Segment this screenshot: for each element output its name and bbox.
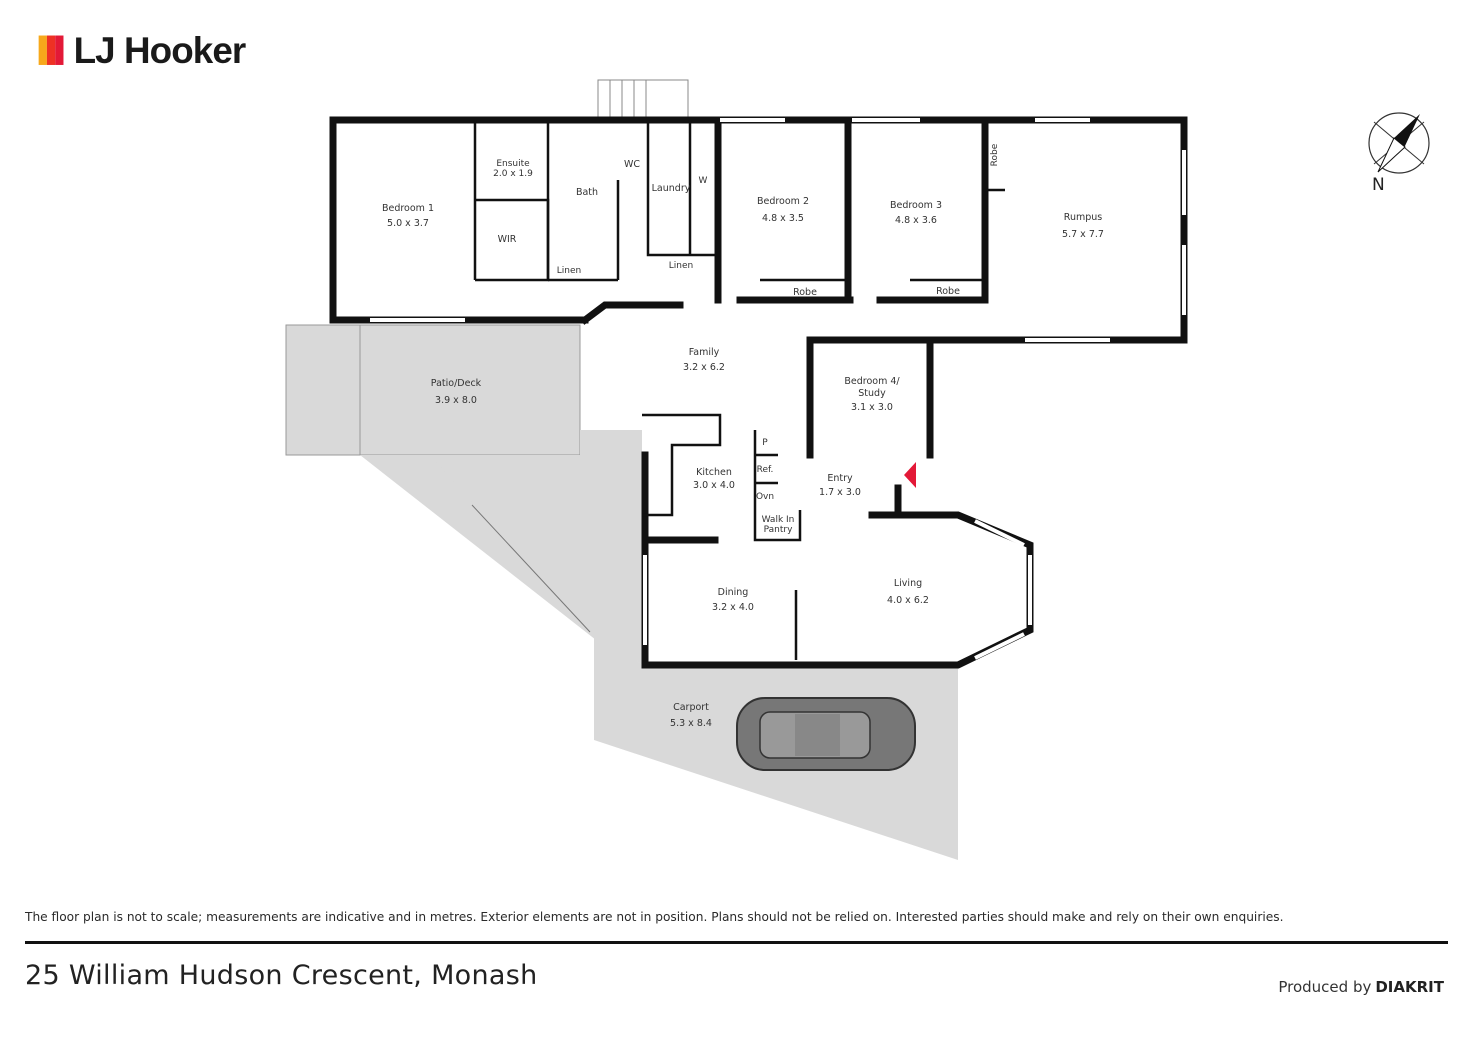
- ensuite-label: Ensuite: [496, 159, 530, 169]
- outdoor-areas: [285, 324, 958, 860]
- robe-label-3: Robe: [990, 143, 1000, 166]
- lj-hooker-logo: LJ Hooker: [38, 30, 247, 71]
- bath-label: Bath: [576, 187, 598, 198]
- bedroom4-size: 3.1 x 3.0: [851, 402, 893, 413]
- dining-size: 3.2 x 4.0: [712, 602, 754, 613]
- dining-label: Dining: [718, 587, 749, 598]
- robe-label-1: Robe: [793, 287, 817, 298]
- footer-divider: [25, 941, 1448, 944]
- bedroom3-size: 4.8 x 3.6: [895, 215, 937, 226]
- car-icon: [736, 697, 916, 771]
- rumpus-label: Rumpus: [1064, 212, 1103, 223]
- producer-name: DIAKRIT: [1375, 978, 1444, 996]
- family-label: Family: [689, 347, 720, 358]
- pantry-label-line2: Pantry: [764, 525, 793, 535]
- brand-name: LJ Hooker: [74, 30, 246, 71]
- entry-size: 1.7 x 3.0: [819, 487, 861, 498]
- disclaimer-text: The floor plan is not to scale; measurem…: [25, 910, 1284, 924]
- living-size: 4.0 x 6.2: [887, 595, 929, 606]
- bedroom2-label: Bedroom 2: [757, 196, 809, 207]
- family-size: 3.2 x 6.2: [683, 362, 725, 373]
- wir-label: WIR: [498, 234, 517, 245]
- pantry-label-line1: Walk In: [762, 515, 795, 525]
- patio-label: Patio/Deck: [431, 378, 482, 389]
- ovn-label: Ovn: [756, 492, 774, 502]
- bedroom3-label: Bedroom 3: [890, 200, 942, 211]
- robe-label-2: Robe: [936, 286, 960, 297]
- patio-deck-area: [285, 324, 581, 456]
- produced-by-label: Produced by: [1278, 978, 1372, 996]
- entry-label: Entry: [827, 473, 853, 484]
- patio-size: 3.9 x 8.0: [435, 395, 477, 406]
- entry-marker-icon: [904, 462, 916, 488]
- property-address: 25 William Hudson Crescent, Monash: [25, 960, 538, 991]
- windows: [370, 118, 1186, 660]
- north-compass-icon: N: [1368, 112, 1430, 195]
- laundry-label: Laundry: [652, 183, 691, 194]
- bedroom4-label-line1: Bedroom 4/: [844, 376, 900, 387]
- kitchen-size: 3.0 x 4.0: [693, 480, 735, 491]
- carport-size: 5.3 x 8.4: [670, 718, 712, 729]
- wc-label: WC: [624, 159, 640, 170]
- ensuite-size: 2.0 x 1.9: [493, 169, 533, 179]
- living-label: Living: [894, 578, 922, 589]
- interior-walls: [473, 120, 1005, 660]
- bedroom1-size: 5.0 x 3.7: [387, 218, 429, 229]
- floor-plan: Bedroom 1 5.0 x 3.7 Ensuite 2.0 x 1.9 Ba…: [285, 79, 1188, 860]
- linen-label-2: Linen: [669, 261, 693, 271]
- p-label: P: [762, 438, 768, 448]
- kitchen-label: Kitchen: [696, 467, 732, 478]
- w-label: W: [699, 176, 708, 186]
- rumpus-size: 5.7 x 7.7: [1062, 229, 1104, 240]
- bedroom2-size: 4.8 x 3.5: [762, 213, 804, 224]
- bedroom4-label-line2: Study: [858, 388, 886, 399]
- bedroom1-label: Bedroom 1: [382, 203, 434, 214]
- entry-stairs: [597, 79, 689, 119]
- linen-label-1: Linen: [557, 266, 581, 276]
- carport-label: Carport: [673, 702, 709, 713]
- room-labels: Bedroom 1 5.0 x 3.7 Ensuite 2.0 x 1.9 Ba…: [382, 143, 1104, 729]
- ref-label: Ref.: [757, 465, 774, 475]
- compass-north-label: N: [1372, 175, 1385, 195]
